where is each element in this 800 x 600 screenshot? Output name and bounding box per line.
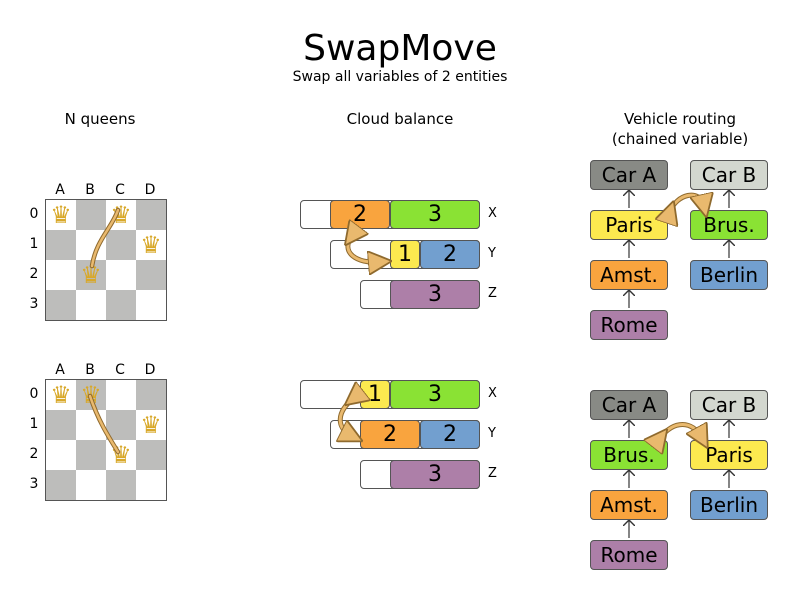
customer-berlin: Berlin <box>690 490 768 520</box>
customer-rome: Rome <box>590 310 668 340</box>
col-label-a: A <box>55 182 65 198</box>
board-square <box>106 470 136 500</box>
swap-arrow <box>90 208 120 268</box>
board-square: ♛ <box>46 380 76 410</box>
swap-arrow <box>345 233 383 265</box>
board-square <box>136 440 166 470</box>
board-square <box>136 380 166 410</box>
vehicle-car-a: Car A <box>590 390 668 420</box>
process-block: 3 <box>390 460 480 489</box>
queen-icon: ♛ <box>110 201 132 229</box>
page-title: SwapMove <box>303 28 497 69</box>
computer-label-z: Z <box>488 466 497 481</box>
row-label-2: 2 <box>29 446 39 462</box>
board-square: ♛ <box>46 200 76 230</box>
customer-berlin: Berlin <box>690 260 768 290</box>
row-label-0: 0 <box>29 386 39 402</box>
board-square <box>106 290 136 320</box>
swap-arrow <box>88 394 120 454</box>
section-subtitle-vrp: (chained variable) <box>611 130 749 148</box>
board-square <box>136 200 166 230</box>
section-title-cloud: Cloud balance <box>346 110 454 128</box>
board-square <box>136 290 166 320</box>
board-square: ♛ <box>136 410 166 440</box>
board-square <box>46 440 76 470</box>
col-label-a: A <box>55 362 65 378</box>
row-label-1: 1 <box>29 416 39 432</box>
board-square <box>136 470 166 500</box>
customer-amsterdam: Amst. <box>590 490 668 520</box>
queen-icon: ♛ <box>140 231 162 259</box>
board-square <box>76 290 106 320</box>
process-block: 1 <box>390 240 420 269</box>
board-square <box>76 200 106 230</box>
computer-label-z: Z <box>488 286 497 301</box>
process-block: 2 <box>360 420 420 449</box>
process-block: 3 <box>390 200 480 229</box>
vehicle-car-b: Car B <box>690 390 768 420</box>
computer-label-x: X <box>488 206 497 221</box>
page-subtitle: Swap all variables of 2 entities <box>292 69 508 85</box>
board-square <box>76 470 106 500</box>
col-label-b: B <box>85 362 95 378</box>
board-square <box>106 260 136 290</box>
board-square: ♛ <box>136 230 166 260</box>
customer-paris: Paris <box>690 440 768 470</box>
col-label-c: C <box>115 362 125 378</box>
board-square <box>46 290 76 320</box>
board-square <box>46 260 76 290</box>
board-square <box>136 260 166 290</box>
customer-amsterdam: Amst. <box>590 260 668 290</box>
board-square <box>46 230 76 260</box>
col-label-d: D <box>144 362 156 378</box>
board-square <box>106 410 136 440</box>
row-label-1: 1 <box>29 236 39 252</box>
process-block: 2 <box>420 240 480 269</box>
row-label-2: 2 <box>29 266 39 282</box>
board-square <box>106 380 136 410</box>
queen-icon: ♛ <box>140 411 162 439</box>
section-title-nqueens: N queens <box>64 110 136 128</box>
vehicle-car-b: Car B <box>690 160 768 190</box>
customer-rome: Rome <box>590 540 668 570</box>
queen-icon: ♛ <box>50 201 72 229</box>
process-block: 3 <box>390 380 480 409</box>
row-label-3: 3 <box>29 296 39 312</box>
swap-arrow <box>348 236 380 262</box>
swap-arrow <box>670 195 704 212</box>
swap-arrow <box>660 425 702 439</box>
chessboard: ♛ ♛ ♛ ♛ <box>45 199 167 321</box>
queen-icon: ♛ <box>50 381 72 409</box>
queen-icon: ♛ <box>80 261 102 289</box>
board-square <box>46 470 76 500</box>
board-square <box>76 440 106 470</box>
board-square <box>46 410 76 440</box>
computer-label-y: Y <box>488 426 496 441</box>
computer-label-y: Y <box>488 246 496 261</box>
process-block: 3 <box>390 280 480 309</box>
col-label-b: B <box>85 182 95 198</box>
row-label-3: 3 <box>29 476 39 492</box>
section-title-vrp: Vehicle routing <box>623 110 736 128</box>
row-label-0: 0 <box>29 206 39 222</box>
board-square <box>106 230 136 260</box>
board-square: ♛ <box>106 200 136 230</box>
board-square: ♛ <box>76 260 106 290</box>
col-label-c: C <box>115 182 125 198</box>
vehicle-car-a: Car A <box>590 160 668 190</box>
process-block: 2 <box>420 420 480 449</box>
computer-label-x: X <box>488 386 497 401</box>
swap-arrow <box>340 398 354 436</box>
col-label-d: D <box>144 182 156 198</box>
